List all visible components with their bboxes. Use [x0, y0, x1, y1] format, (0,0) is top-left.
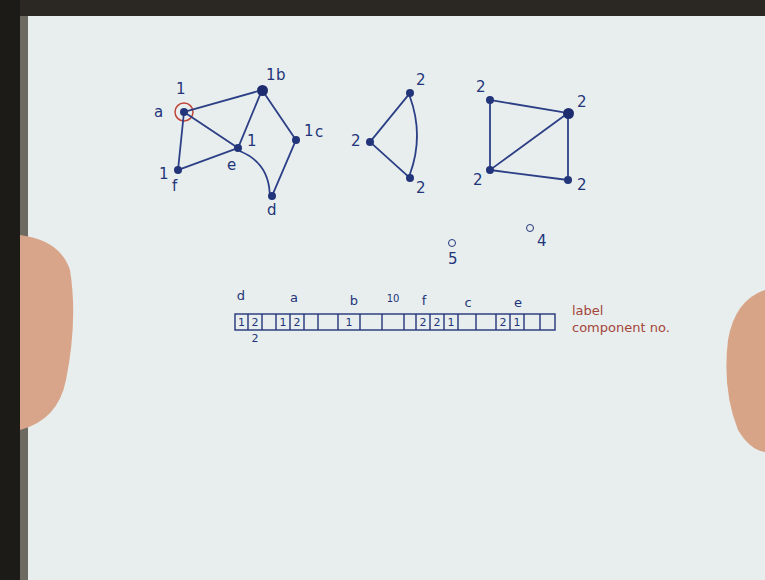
graph-edge: [494, 101, 563, 112]
vertex-label: 4: [537, 234, 547, 249]
vertex-label: 1: [304, 124, 314, 139]
graph-vertex: 2: [406, 174, 414, 182]
left-shadow: [0, 0, 20, 580]
vertex-label: 2: [473, 173, 483, 188]
graph-vertex: 1f: [174, 166, 182, 174]
vertex-label: b: [276, 68, 286, 83]
vertex-label: d: [267, 203, 277, 218]
array-cell-value: 2: [420, 317, 427, 328]
array-outline: [235, 314, 555, 330]
graph-vertex: 2: [564, 176, 572, 184]
graph-vertex: 5: [448, 239, 456, 247]
graph-edge: [274, 144, 295, 193]
graph-vertex: 2: [406, 89, 414, 97]
hand: [20, 235, 73, 430]
graph-vertex: d: [268, 192, 276, 200]
vertex-label: 2: [351, 134, 361, 149]
array-header: c: [464, 296, 471, 309]
graph-edge: [265, 95, 294, 137]
graph-edge: [182, 149, 234, 168]
vertex-label: 2: [577, 178, 587, 193]
array-header: f: [422, 294, 427, 307]
graph-edge: [373, 96, 408, 139]
array-cell-value: 1: [280, 317, 287, 328]
array-header: b: [350, 294, 358, 307]
graph-vertex: 2: [563, 108, 574, 119]
graph-vertex: 1a: [180, 108, 188, 116]
vertex-label: a: [154, 105, 163, 120]
hand: [726, 290, 765, 452]
vertex-label: f: [172, 179, 177, 194]
array-cell-dividers: [248, 314, 540, 330]
vertex-label: 2: [476, 80, 486, 95]
graph-edge: [494, 171, 564, 180]
graph-edge: [567, 119, 569, 177]
vertex-label: 1: [247, 134, 257, 149]
graph-edge: [240, 151, 269, 192]
vertex-label: 2: [416, 73, 426, 88]
graph-vertex: 1c: [292, 136, 300, 144]
graph-vertex: 1b: [257, 85, 268, 96]
array-cell-value: 1: [346, 317, 353, 328]
array-cell-value: 2: [294, 317, 301, 328]
vertex-label: c: [315, 125, 323, 140]
vertex-label: 5: [448, 252, 458, 267]
graph-vertex: 2: [366, 138, 374, 146]
graph-edge: [489, 104, 491, 166]
vertex-label: 2: [577, 95, 587, 110]
vertex-label: 1: [176, 82, 186, 97]
annotation-note: component no.: [572, 321, 670, 334]
graph-edge: [493, 116, 563, 167]
array-header: 10: [387, 294, 400, 304]
vertex-label: e: [227, 158, 236, 173]
graph-vertex: 4: [526, 224, 534, 232]
array-header: d: [237, 289, 245, 302]
graph-edge: [410, 97, 417, 174]
vertex-label: 1: [159, 167, 169, 182]
vertex-label: 2: [416, 181, 426, 196]
graph-edge: [188, 91, 257, 110]
graph-vertex: 1e: [234, 144, 242, 152]
array-cell-value: 2: [434, 317, 441, 328]
vertex-label: 1: [266, 68, 276, 83]
graph-vertex: 2: [486, 96, 494, 104]
graph-edge: [178, 116, 183, 166]
array-cell-value: 1: [514, 317, 521, 328]
annotation-note: label: [572, 304, 603, 317]
array-cell-value: 2: [500, 317, 507, 328]
label-array: [235, 314, 555, 330]
array-header: e: [514, 296, 522, 309]
graph-edge: [373, 145, 407, 176]
array-cell-value: 1: [238, 317, 245, 328]
array-cell-value: 2: [252, 333, 259, 344]
array-header: a: [290, 291, 298, 304]
array-cell-value: 2: [252, 317, 259, 328]
top-shadow: [0, 0, 765, 16]
array-cell-value: 1: [448, 317, 455, 328]
graph-vertex: 2: [486, 166, 494, 174]
graph-edge: [187, 114, 234, 146]
